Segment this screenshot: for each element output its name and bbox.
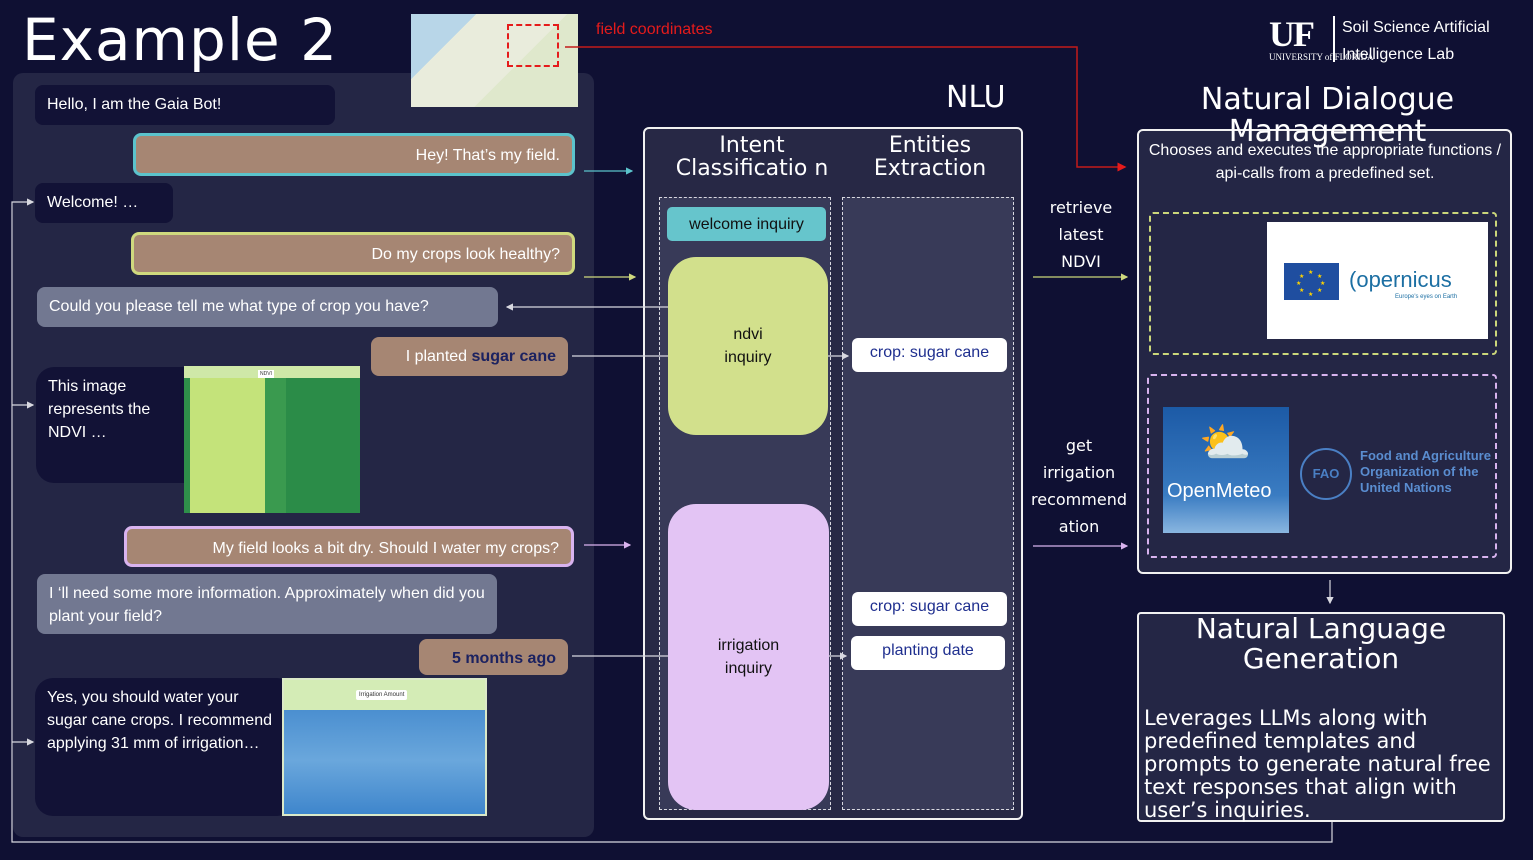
chat-message-bot: I ‘ll need some more information. Approx… [37,574,497,634]
intent-ndvi-inquiry: ndvi inquiry [668,257,828,435]
slide-title: Example 2 [22,6,338,74]
entity-crop: crop: sugar cane [852,592,1007,626]
chat-message-user: My field looks a bit dry. Should I water… [124,526,574,567]
chat-message-user: Hey! That’s my field. [133,133,575,176]
lab-name-line1: Soil Science Artificial [1342,19,1490,36]
ndm-description: Chooses and executes the appropriate fun… [1148,142,1502,182]
chat-message-user: I planted sugar cane [371,337,568,376]
message-text: This image represents the NDVI … [48,378,151,441]
copernicus-name: (opernicus [1349,267,1452,292]
intent-irrigation-inquiry: irrigation inquiry [668,504,829,810]
entity-highlight: sugar cane [471,348,556,365]
copernicus-logo: ★★★★★★★★ (opernicus Europe's eyes on Ear… [1267,222,1488,339]
uf-logo-subtitle: UNIVERSITY of FLORIDA [1269,52,1374,62]
fao-emblem-icon: FAO [1300,448,1352,500]
entity-crop: crop: sugar cane [852,338,1007,372]
intent-label: ndvi inquiry [724,326,772,366]
intent-welcome-inquiry: welcome inquiry [667,207,826,241]
chat-message-bot: Could you please tell me what type of cr… [37,287,498,327]
entity-planting-date: planting date [851,636,1005,670]
irrigation-image-label: Irrigation Amount [356,690,408,700]
ndm-title: Natural Dialogue Management [1200,82,1455,149]
message-text: I planted [405,348,472,365]
fao-name: Food and Agriculture Organization of the… [1360,448,1491,495]
api-call-ndvi-label: retrieve latest NDVI [1049,198,1113,271]
lab-name: Soil Science Artificial Intelligence Lab [1342,14,1490,68]
openmeteo-logo: ⛅ OpenMeteo [1163,407,1289,533]
ndvi-map-image: NDVI [184,366,360,513]
chat-message-user: Do my crops look healthy? [131,232,575,275]
entities-extraction-header: Entities Extraction [873,133,987,181]
nlg-title: Natural Language Generation [1195,612,1447,675]
field-map-image [411,14,578,107]
message-text: Yes, you should water your sugar cane cr… [47,689,272,752]
irrigation-map-image: Irrigation Amount [282,678,487,816]
logo-divider [1333,16,1335,62]
field-selection-box [507,24,559,67]
chat-message-user: 5 months ago [419,639,568,675]
api-call-irrigation-label: get irrigation recommend ation [1031,436,1127,536]
copernicus-tagline: Europe's eyes on Earth [1395,294,1458,300]
lab-name-line2: Intelligence Lab [1342,46,1455,63]
ndvi-image-label: NDVI [258,370,274,378]
uf-logo: UF [1269,14,1315,54]
chat-message-bot: Yes, you should water your sugar cane cr… [35,678,295,816]
eu-flag-icon: ★★★★★★★★ [1284,263,1339,300]
entity-highlight: 5 months ago [451,650,556,667]
chat-message-bot: Welcome! … [35,183,173,223]
intent-classification-header: Intent Classificatio n [675,134,829,181]
intent-label: irrigation inquiry [717,637,780,677]
field-coordinates-label: field coordinates [596,21,713,38]
openmeteo-name: OpenMeteo [1167,480,1272,502]
chat-message-bot: Hello, I am the Gaia Bot! [35,85,335,125]
nlg-description: Leverages LLMs along with predefined tem… [1144,706,1491,822]
nlu-label: NLU [946,80,1006,115]
partly-cloudy-icon: ⛅ [1199,419,1252,466]
entities-column [842,197,1014,810]
